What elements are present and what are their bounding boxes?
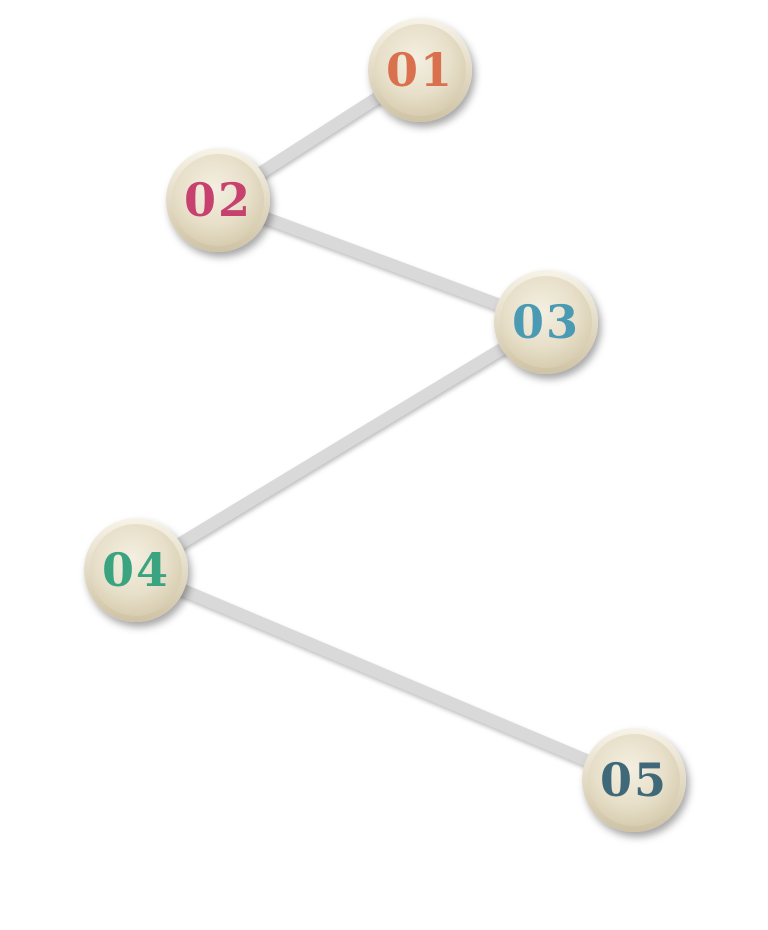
step-number-02: 02 xyxy=(184,173,252,227)
step-node-05: 05 xyxy=(582,728,686,832)
step-node-01: 01 xyxy=(368,18,472,122)
connector-03-04 xyxy=(130,316,552,576)
step-number-05: 05 xyxy=(600,753,668,807)
step-number-04: 04 xyxy=(102,543,170,597)
step-disc-face xyxy=(588,734,680,826)
step-node-02: 02 xyxy=(166,148,270,252)
step-disc-face xyxy=(374,24,466,116)
step-node-03: 03 xyxy=(494,270,598,374)
connector-02-03 xyxy=(212,194,552,328)
connector-04-05 xyxy=(130,564,640,786)
step-disc-face xyxy=(90,524,182,616)
step-node-04: 04 xyxy=(84,518,188,622)
step-number-03: 03 xyxy=(512,295,580,349)
step-disc-face xyxy=(172,154,264,246)
step-number-01: 01 xyxy=(386,43,454,97)
step-disc-face xyxy=(500,276,592,368)
